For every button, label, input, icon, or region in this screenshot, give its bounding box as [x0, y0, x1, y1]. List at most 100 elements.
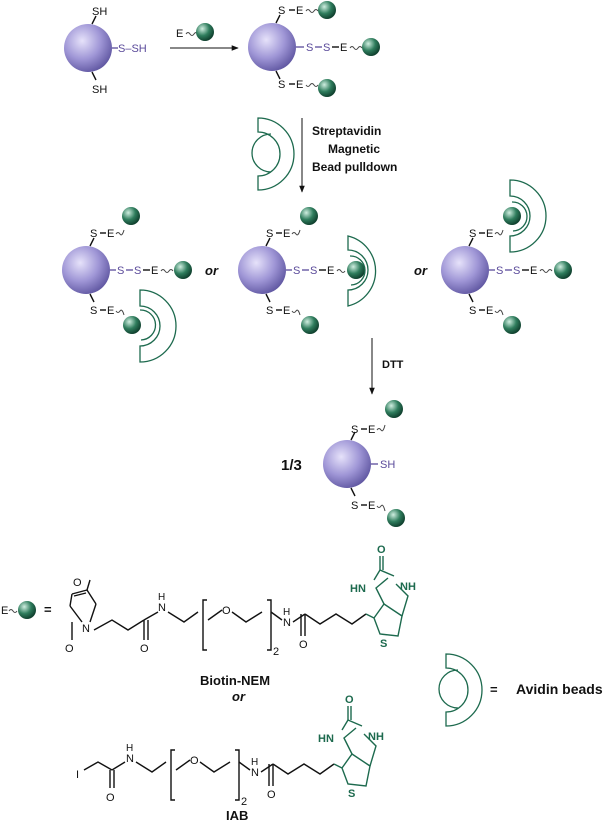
svg-text:O: O	[377, 544, 386, 556]
protein-start: SH SH S–SH	[64, 6, 147, 96]
thiol-bottom: SH	[92, 84, 107, 96]
svg-text:S: S	[266, 228, 273, 240]
biotin-bead-icon	[503, 316, 521, 334]
svg-text:O: O	[65, 643, 74, 655]
or-2: or	[414, 263, 428, 278]
pulldown-option-a: S E S S E S E	[62, 207, 192, 363]
avidin-beads-label: Avidin beads	[516, 681, 603, 697]
biotin-nem-name: Biotin-NEM	[200, 673, 270, 688]
svg-text:H: H	[126, 743, 133, 754]
protein-sphere	[323, 440, 371, 488]
persulfide: S–SH	[118, 43, 147, 55]
biotin-bead-icon	[196, 23, 214, 41]
svg-text:E: E	[151, 265, 158, 277]
biotin-bead-icon	[174, 261, 192, 279]
biotin-bead-icon	[300, 207, 318, 225]
svg-text:E: E	[327, 265, 334, 277]
dtt-label: DTT	[382, 359, 404, 371]
svg-text:E: E	[107, 228, 114, 240]
avidin-bead-bound	[139, 289, 177, 363]
svg-text:S: S	[278, 5, 285, 17]
svg-text:S: S	[117, 265, 124, 277]
pulldown-label-1: Streptavidin	[312, 124, 381, 138]
svg-text:N: N	[158, 602, 166, 614]
avidin-bead-bound	[509, 179, 547, 253]
svg-text:O: O	[267, 789, 276, 801]
svg-text:E: E	[368, 424, 375, 436]
avidin-bead-icon	[257, 117, 295, 191]
pulldown-option-c: S E S S E S E	[441, 179, 572, 334]
avidin-bead-icon	[445, 653, 483, 727]
biotin-bead-icon	[347, 261, 365, 279]
svg-text:S: S	[310, 265, 317, 277]
svg-text:N: N	[82, 623, 90, 635]
svg-text:E: E	[486, 228, 493, 240]
svg-text:E: E	[107, 305, 114, 317]
biotin-bead-icon	[385, 400, 403, 418]
svg-text:HN: HN	[350, 583, 366, 595]
protein-sphere	[248, 23, 296, 71]
svg-text:S: S	[469, 228, 476, 240]
protein-sphere	[238, 246, 286, 294]
avidin-bead-bound	[347, 235, 377, 307]
or-1: or	[205, 263, 219, 278]
svg-text:O: O	[140, 643, 149, 655]
svg-text:HN: HN	[318, 733, 334, 745]
svg-text:S: S	[380, 638, 387, 650]
svg-text:N: N	[283, 617, 291, 629]
svg-text:S: S	[293, 265, 300, 277]
pulldown-option-b: S E S S E S E	[238, 207, 377, 334]
svg-text:O: O	[345, 694, 354, 706]
biotin-bead-icon	[122, 207, 140, 225]
svg-text:E: E	[530, 265, 537, 277]
legend-equals: =	[44, 602, 52, 617]
svg-text:E: E	[296, 5, 303, 17]
legend-biotin-reagent: E =	[1, 601, 52, 619]
svg-text:S: S	[351, 500, 358, 512]
svg-text:N: N	[126, 753, 134, 765]
svg-text:S: S	[351, 424, 358, 436]
svg-text:E: E	[283, 305, 290, 317]
protein-sphere	[64, 24, 112, 72]
protein-labeled: S E S S E S E	[248, 1, 380, 97]
svg-text:S: S	[278, 79, 285, 91]
svg-text:S: S	[306, 42, 313, 54]
svg-text:H: H	[158, 592, 165, 603]
biotin-bead-icon	[123, 316, 141, 334]
thiol-top: SH	[92, 6, 107, 18]
pulldown-label-3: Bead pulldown	[312, 160, 397, 174]
legend-avidin: = Avidin beads	[438, 653, 603, 727]
svg-text:I: I	[76, 769, 79, 781]
svg-text:E: E	[1, 605, 8, 617]
svg-text:O: O	[106, 792, 115, 804]
svg-text:H: H	[251, 757, 258, 768]
protein-sphere	[62, 246, 110, 294]
svg-text:O: O	[73, 577, 82, 589]
svg-text:S: S	[469, 305, 476, 317]
yield-fraction: 1/3	[281, 457, 302, 474]
biotin-nem-structure: O O N O N H O 2 N H O S HN NH	[65, 544, 416, 658]
svg-text:S: S	[134, 265, 141, 277]
biotin-bead-icon	[318, 79, 336, 97]
svg-text:E: E	[296, 79, 303, 91]
biotin-bead-icon	[318, 1, 336, 19]
svg-text:S: S	[513, 265, 520, 277]
svg-text:NH: NH	[400, 581, 416, 593]
protein-released: S E SH S E	[323, 400, 405, 527]
svg-text:E: E	[340, 42, 347, 54]
reagent-e: E	[176, 23, 214, 41]
svg-text:O: O	[299, 639, 308, 651]
free-thiol: SH	[380, 459, 395, 471]
avidin-equals: =	[490, 682, 498, 697]
svg-text:S: S	[266, 305, 273, 317]
svg-text:S: S	[496, 265, 503, 277]
svg-text:H: H	[283, 607, 290, 618]
reagent-e-label: E	[176, 28, 183, 40]
biotin-bead-icon	[18, 601, 36, 619]
svg-text:S: S	[90, 228, 97, 240]
pulldown-label-2: Magnetic	[328, 142, 380, 156]
svg-text:E: E	[283, 228, 290, 240]
svg-text:S: S	[323, 42, 330, 54]
